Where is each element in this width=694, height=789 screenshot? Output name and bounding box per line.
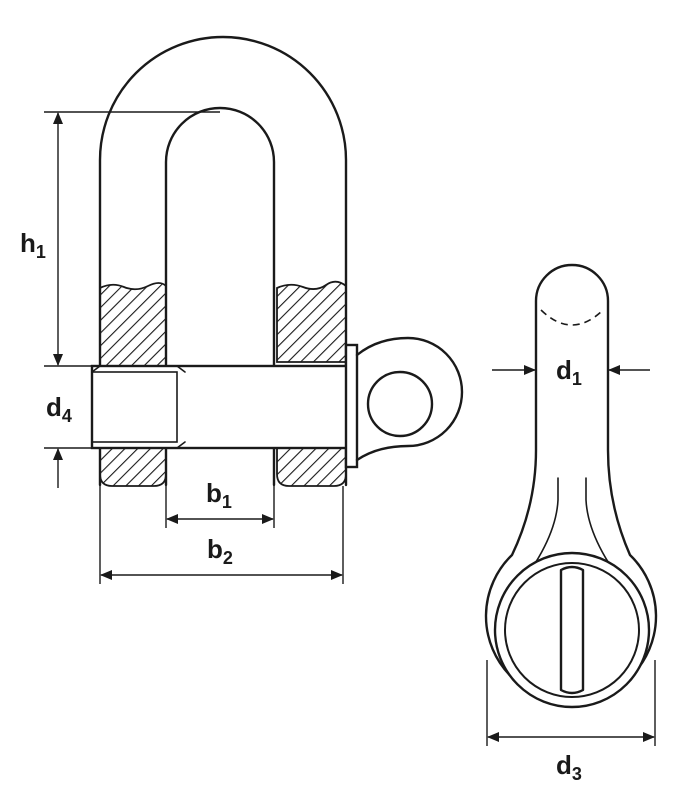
shackle-pin xyxy=(90,364,350,450)
label-b2: b2 xyxy=(207,534,233,568)
shackle-bow-outer xyxy=(98,35,348,487)
section-right-upper xyxy=(276,280,347,363)
section-right-lower xyxy=(276,447,347,487)
pin-eye-outer xyxy=(355,336,464,462)
label-d4: d4 xyxy=(46,392,72,426)
pin-collar xyxy=(344,343,359,469)
side-bow-top-dashed xyxy=(540,309,604,326)
label-h1: h1 xyxy=(20,228,46,262)
section-left-lower xyxy=(99,447,167,487)
dimension-labels: h1 d4 b1 b2 d1 d3 xyxy=(20,228,582,784)
shackle-front-view xyxy=(90,35,464,487)
side-ring-inner xyxy=(504,562,640,698)
side-pin-slot xyxy=(559,565,585,695)
pin-thread xyxy=(91,371,178,443)
pin-eye-hole xyxy=(366,370,434,438)
label-d3: d3 xyxy=(556,750,582,784)
shackle-side-view xyxy=(484,263,658,709)
shackle-bow-inner xyxy=(164,106,276,487)
dimension-lines xyxy=(44,111,656,746)
section-left-upper xyxy=(99,282,167,367)
label-d1: d1 xyxy=(556,355,582,389)
label-b1: b1 xyxy=(206,478,232,512)
side-body-outer xyxy=(484,263,658,703)
